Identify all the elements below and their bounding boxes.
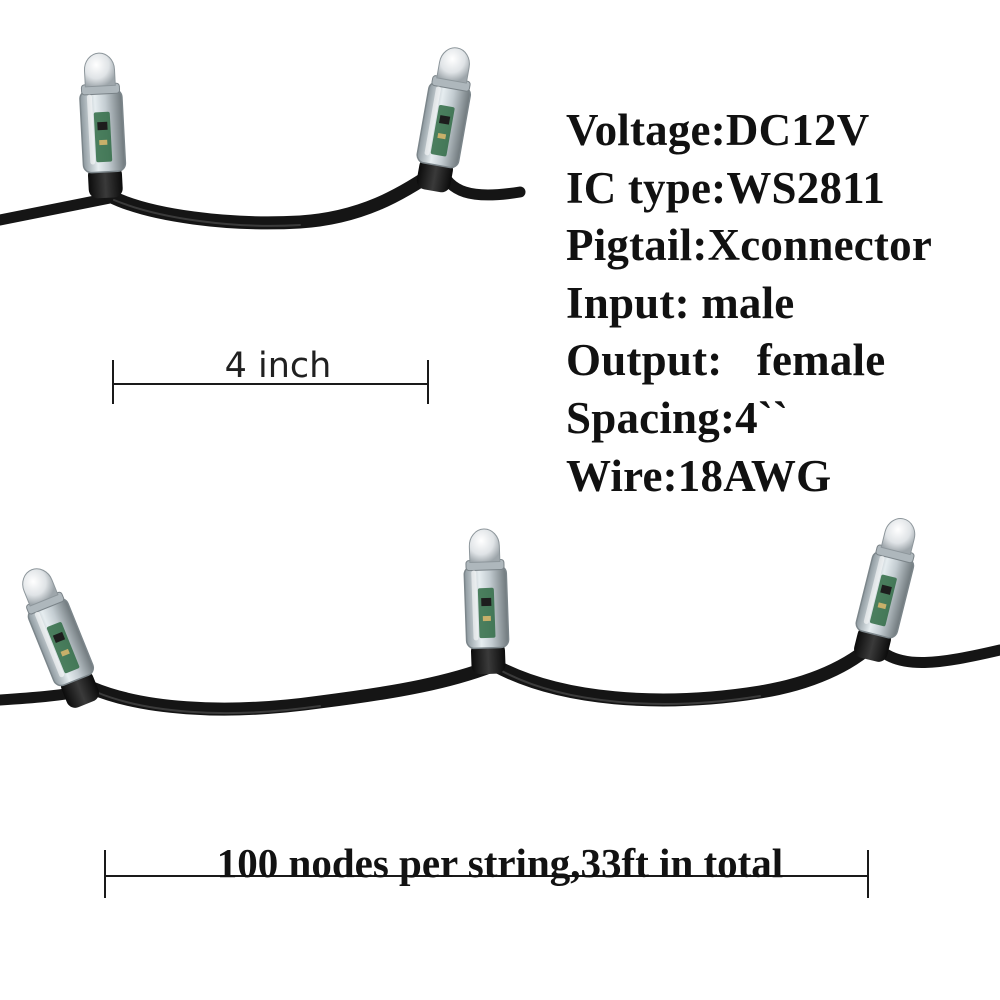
led-pixel-node-icon [847,513,925,666]
spec-pigtail: Pigtail:Xconnector [566,220,932,271]
spacing-label: 4 inch [224,346,332,386]
spec-ic-type: IC type:WS2811 [566,162,886,213]
spec-output: Output: female [566,335,886,386]
led-pixel-node-icon [76,51,128,200]
spec-wire: Wire:18AWG [566,450,832,501]
spec-voltage: Voltage:DC12V [566,105,870,155]
spec-list: Voltage:DC12V IC type:WS2811 Pigtail:Xco… [566,102,996,505]
led-pixel-node-icon [461,527,511,676]
string-length-label: 100 nodes per string,33ft in total [216,840,784,886]
string-dimension-line [104,850,869,898]
spec-spacing: Spacing:4`` [566,392,789,443]
spacing-dimension-line [112,360,429,404]
led-pixel-node-icon [410,43,479,196]
spec-input: Input: male [566,277,795,328]
